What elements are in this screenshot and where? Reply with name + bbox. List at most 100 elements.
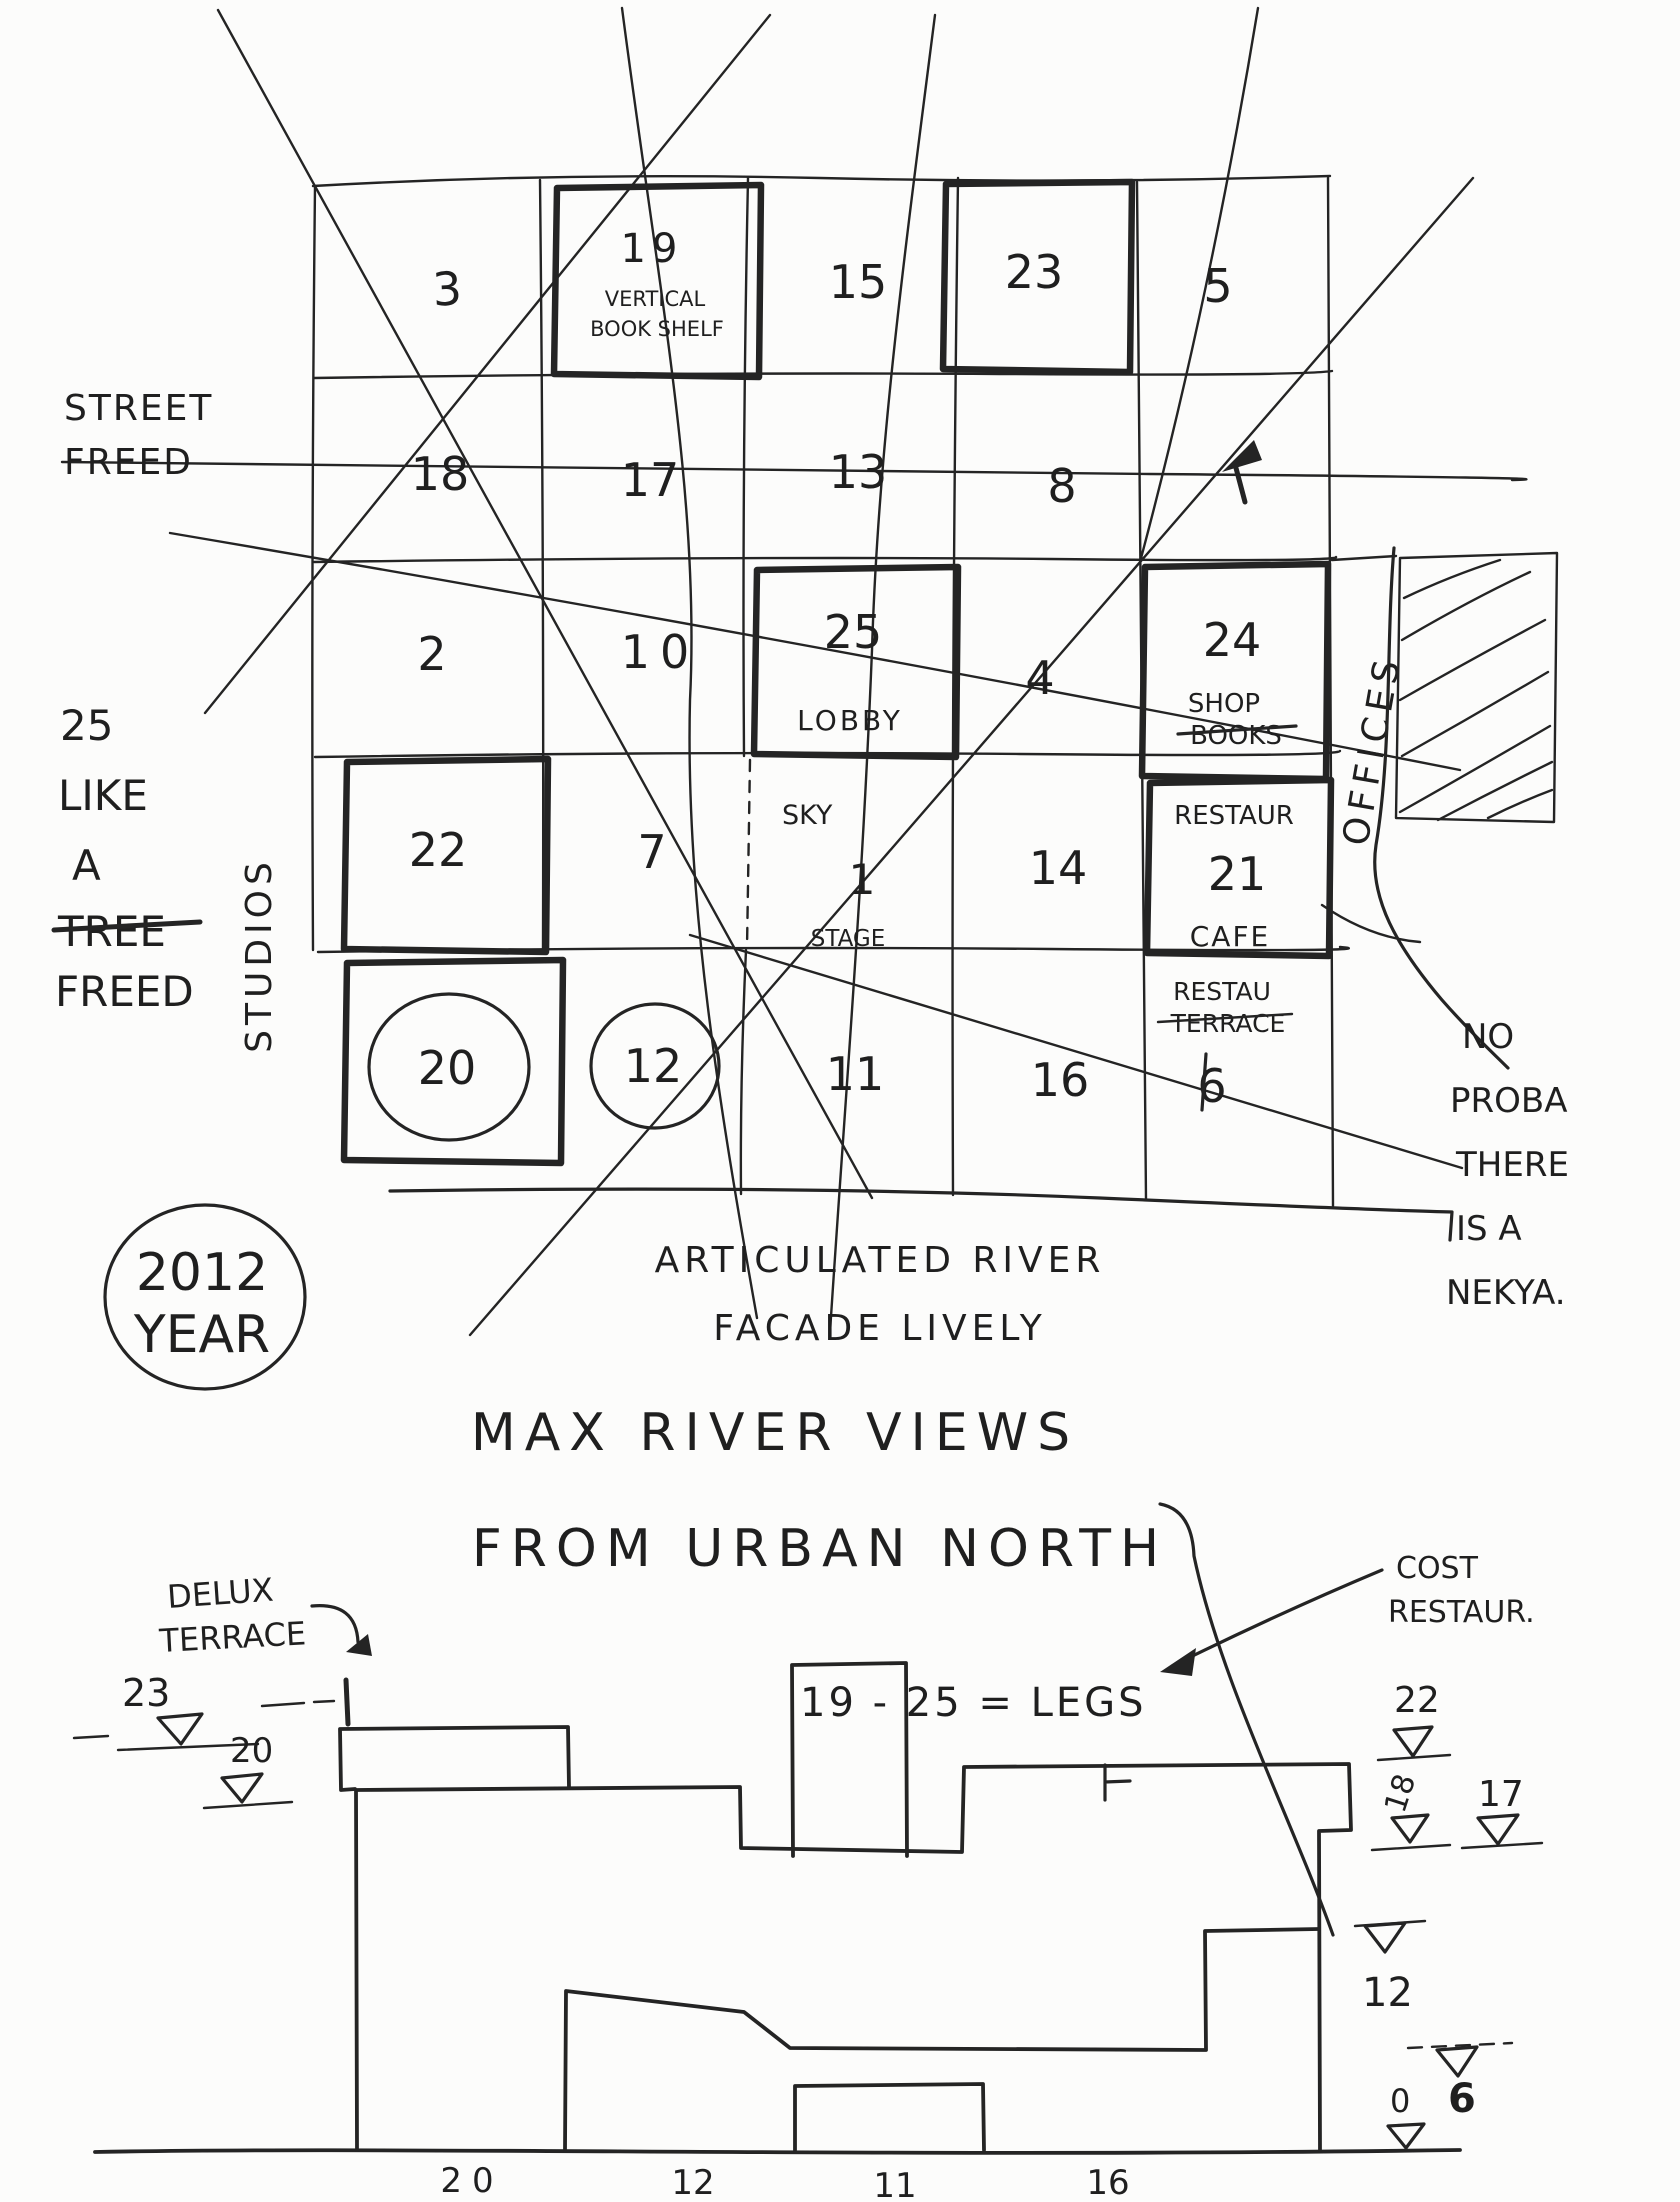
level-0-marker	[1386, 2122, 1426, 2150]
unit-21-number: 21	[1208, 847, 1267, 901]
legs-box	[790, 1661, 909, 1858]
grid-h2	[312, 369, 1334, 380]
level-12-marker	[1363, 1921, 1407, 1954]
level-17-underline	[1460, 1841, 1544, 1850]
cell-13: 13	[829, 445, 888, 499]
plan-box-labels: 19 VERTICAL BOOK SHELF 23 25 LOBBY 24 SH…	[409, 226, 1298, 1113]
elevation-door	[793, 2082, 986, 2152]
river-bank-curve	[1320, 903, 1422, 944]
unit-22-number: 22	[409, 823, 468, 877]
nekya-line-5: NEKYA.	[1446, 1273, 1566, 1313]
tree-note-tree: TREE	[57, 907, 166, 956]
delux-arrow	[310, 1604, 360, 1644]
sight-line-shallow	[168, 531, 1462, 772]
unit-12-number: 12	[624, 1039, 683, 1093]
delux-label-1: DELUX	[166, 1571, 275, 1616]
year-line-2: YEAR	[133, 1305, 270, 1365]
facade-note-2: FACADE LIVELY	[713, 1308, 1046, 1349]
level-23-underline	[72, 1734, 260, 1752]
unit-19-box	[550, 181, 765, 381]
grid-v1	[538, 178, 545, 952]
level-22-marker	[1392, 1725, 1434, 1758]
sight-line-steep-right	[1138, 6, 1260, 564]
sky-cell-dashed-border	[745, 758, 752, 950]
grid-v3	[951, 176, 960, 1197]
level-17-marker	[1476, 1813, 1520, 1846]
level-20-label: 20	[230, 1731, 273, 1771]
street-label: STREET	[64, 388, 213, 429]
delux-label-2: TERRACE	[157, 1614, 307, 1660]
year-line-1: 2012	[136, 1243, 268, 1303]
tree-note-a: A	[72, 841, 101, 890]
elevation-right-annotations: COST RESTAUR. 22 18 17 12 6 0	[1160, 1551, 1544, 2150]
grid-v2-lower	[739, 948, 748, 1196]
datum-dashes	[260, 1699, 336, 1708]
annotations-bottom-of-plan: 2012 YEAR ARTICULATED RIVER FACADE LIVEL…	[103, 1203, 1335, 1937]
tree-strikethrough	[51, 919, 203, 933]
nekya-line-4: IS A	[1456, 1209, 1522, 1249]
sight-arrowhead	[1222, 440, 1262, 472]
unit-19-label-2: BOOK SHELF	[590, 317, 724, 341]
restau-terrace-label: TERRACE	[1170, 1009, 1286, 1038]
grid-h4	[313, 749, 1342, 759]
cell-8: 8	[1047, 459, 1076, 513]
six-slash	[1200, 1052, 1208, 1112]
cell-17: 17	[621, 453, 680, 507]
year-circle	[103, 1203, 307, 1391]
tree-note-25: 25	[60, 701, 113, 750]
nekya-line-3: THERE	[1455, 1145, 1569, 1185]
restau-label: RESTAU	[1173, 977, 1271, 1006]
datum-tick	[343, 1677, 351, 1727]
sight-lines	[60, 6, 1528, 1337]
cell-3: 3	[431, 261, 463, 316]
level-22-label: 22	[1394, 1680, 1440, 1721]
sight-line-lower-right	[688, 933, 1464, 1170]
unit-22-box	[340, 755, 552, 956]
elevation-roof-hat	[338, 1725, 571, 1792]
sight-line-tree-pointer	[203, 13, 772, 715]
level-6-bar	[1406, 2041, 1514, 2050]
sight-arrow-tail	[1233, 465, 1248, 505]
offices-block	[1320, 546, 1559, 1070]
grid-river-connector	[1330, 554, 1398, 562]
grid-v-left	[311, 184, 317, 952]
grid-h-bottom	[388, 1187, 1454, 1242]
cell-14: 14	[1029, 841, 1088, 895]
ground-label-16: 16	[1086, 2163, 1129, 2202]
title-line-2: FROM URBAN NORTH	[472, 1519, 1168, 1579]
hatch-block-outline	[1394, 551, 1559, 824]
ground-label-12: 12	[671, 2163, 714, 2202]
level-6-marker	[1435, 2045, 1479, 2078]
unit-20-box	[340, 956, 567, 1167]
ground-label-20: 20	[440, 2161, 503, 2201]
title-line-1: MAX RIVER VIEWS	[471, 1403, 1079, 1463]
cell-16: 16	[1031, 1053, 1090, 1107]
unit-25-number: 25	[824, 605, 883, 659]
cost-arrow	[1170, 1568, 1384, 1668]
facade-curve-1	[620, 6, 759, 1320]
level-18-label: 18	[1378, 1770, 1423, 1817]
sky-number-1: 1	[849, 855, 876, 904]
grid-v-right	[1326, 176, 1335, 1208]
unit-12-circle	[589, 1002, 721, 1130]
level-12-label: 12	[1362, 1970, 1413, 2016]
level-23-marker	[156, 1712, 204, 1746]
unit-23-number: 23	[1005, 245, 1064, 299]
tree-note-like: LIKE	[58, 771, 148, 820]
unit-24-label-2: BOOKS	[1190, 721, 1282, 751]
nekya-line-1: NO	[1462, 1017, 1514, 1057]
cell-15: 15	[829, 255, 888, 309]
sky-label: SKY	[782, 800, 833, 831]
nekya-line-2: PROBA	[1450, 1081, 1567, 1121]
level-18-marker	[1390, 1813, 1430, 1844]
cell-2: 2	[417, 627, 446, 681]
ground-line	[93, 2148, 1462, 2155]
cell-11: 11	[826, 1047, 885, 1101]
elevation-left-annotations: DELUX TERRACE 23 20	[72, 1571, 372, 1810]
elevation-drawing: 19 - 25 = LEGS	[93, 1661, 1462, 2155]
level-17-label: 17	[1478, 1774, 1524, 1815]
grid-v2-upper	[742, 176, 750, 758]
tree-note-freed: FREED	[55, 967, 194, 1016]
unit-25-box	[750, 563, 962, 761]
